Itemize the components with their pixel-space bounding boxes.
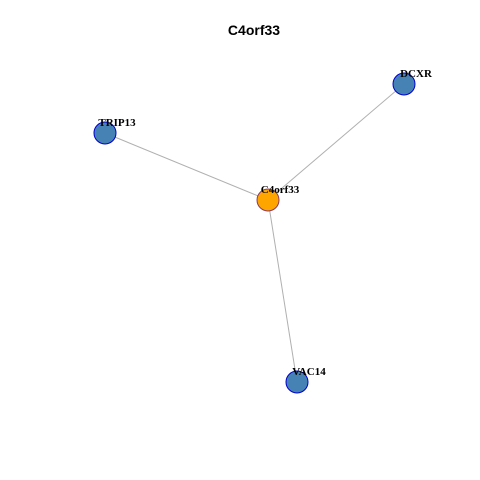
node-dcxr [392, 72, 416, 96]
node-label-trip13: TRIP13 [98, 117, 136, 129]
edge-c4orf33-trip13 [104, 132, 269, 201]
node-c4orf33 [256, 188, 280, 212]
edges-layer [104, 83, 405, 383]
node-trip13 [93, 121, 117, 145]
edge-c4orf33-dcxr [267, 83, 405, 201]
edge-c4orf33-vac14 [267, 199, 298, 383]
node-vac14 [285, 370, 309, 394]
node-label-dcxr: DCXR [400, 68, 433, 80]
graph-title: C4orf33 [228, 22, 280, 38]
nodes-layer [93, 72, 416, 394]
node-label-c4orf33: C4orf33 [261, 184, 300, 196]
node-label-vac14: VAC14 [292, 366, 326, 378]
